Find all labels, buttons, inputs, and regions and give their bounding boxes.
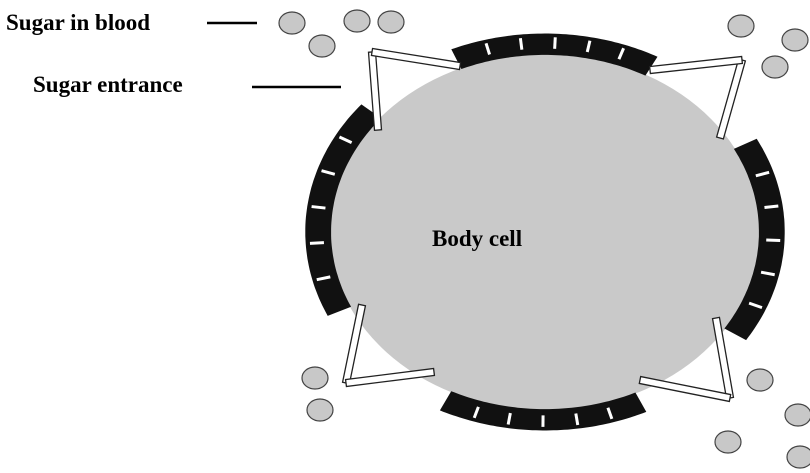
membrane-gap-mark (766, 240, 780, 241)
sugar-molecule-icon (762, 56, 788, 78)
sugar-molecule-icon (344, 10, 370, 32)
membrane-gap-mark (764, 206, 778, 208)
sugar-entrance-channel-icon (343, 304, 366, 383)
membrane-gap-mark (576, 414, 578, 425)
sugar-molecule-icon (309, 35, 335, 57)
membrane-gap-mark (520, 38, 521, 50)
sugar-molecule-icon (302, 367, 328, 389)
membrane-gap-mark (555, 37, 556, 49)
membrane-gap-mark (310, 243, 324, 244)
sugar-molecule-icon (279, 12, 305, 34)
sugar-molecule-icon (378, 11, 404, 33)
membrane-gap-mark (312, 207, 326, 209)
sugar-entrance-channel-icon (639, 377, 730, 402)
sugar-molecule-icon (728, 15, 754, 37)
sugar-entrance-channel-icon (650, 57, 743, 74)
sugar-entrance-channel-icon (346, 369, 435, 387)
sugar-molecule-icon (785, 404, 810, 426)
sugar-molecule-icon (782, 29, 808, 51)
sugar-in-blood-label: Sugar in blood (6, 10, 150, 35)
body-cell-label: Body cell (432, 226, 522, 251)
sugar-molecule-icon (307, 399, 333, 421)
sugar-entrance-channel-icon (371, 49, 460, 70)
sugar-entrance-label: Sugar entrance (33, 72, 183, 97)
sugar-molecule-icon (787, 446, 810, 468)
sugar-molecule-icon (715, 431, 741, 453)
sugar-entrance-channel-icon (717, 59, 746, 139)
body-cell (330, 54, 760, 410)
sugar-molecule-icon (747, 369, 773, 391)
